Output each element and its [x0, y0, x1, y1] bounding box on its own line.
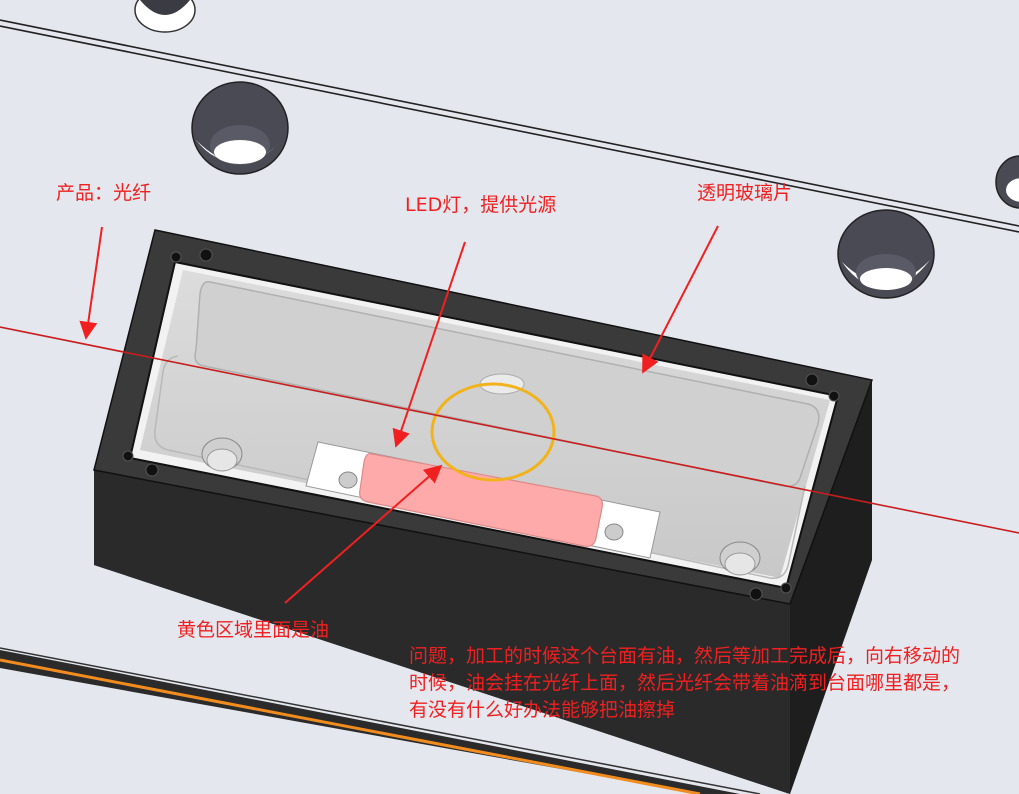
rim-screws	[122, 248, 840, 601]
threaded-post-right	[719, 541, 761, 576]
oil-area-circle	[430, 382, 556, 482]
arrow-oil	[284, 464, 443, 604]
label-glass: 透明玻璃片	[697, 182, 793, 204]
arrow-product	[79, 226, 103, 340]
question-text: 问题，加工的时候这个台面有油，然后等加工完成后，向右移动的时候，油会挂在光纤上面…	[409, 645, 961, 721]
optical-fiber	[0, 326, 1019, 534]
arrow-led	[392, 241, 466, 448]
plate-edge-top	[0, 19, 1019, 233]
threaded-post-left	[201, 437, 243, 472]
label-product: 产品：光纤	[56, 182, 152, 204]
bottom-rail	[0, 647, 761, 794]
plate-hole-edge-right	[995, 155, 1019, 209]
led-light	[359, 453, 603, 547]
arrow-glass	[642, 225, 719, 374]
label-led: LED灯，提供光源	[405, 194, 557, 216]
fixture-side-face	[790, 380, 872, 794]
plate-hole-top	[134, 0, 196, 33]
plate-hole-right	[837, 209, 935, 299]
label-oil-area: 黄色区域里面是油	[177, 619, 330, 641]
plate-hole-left	[191, 81, 289, 175]
